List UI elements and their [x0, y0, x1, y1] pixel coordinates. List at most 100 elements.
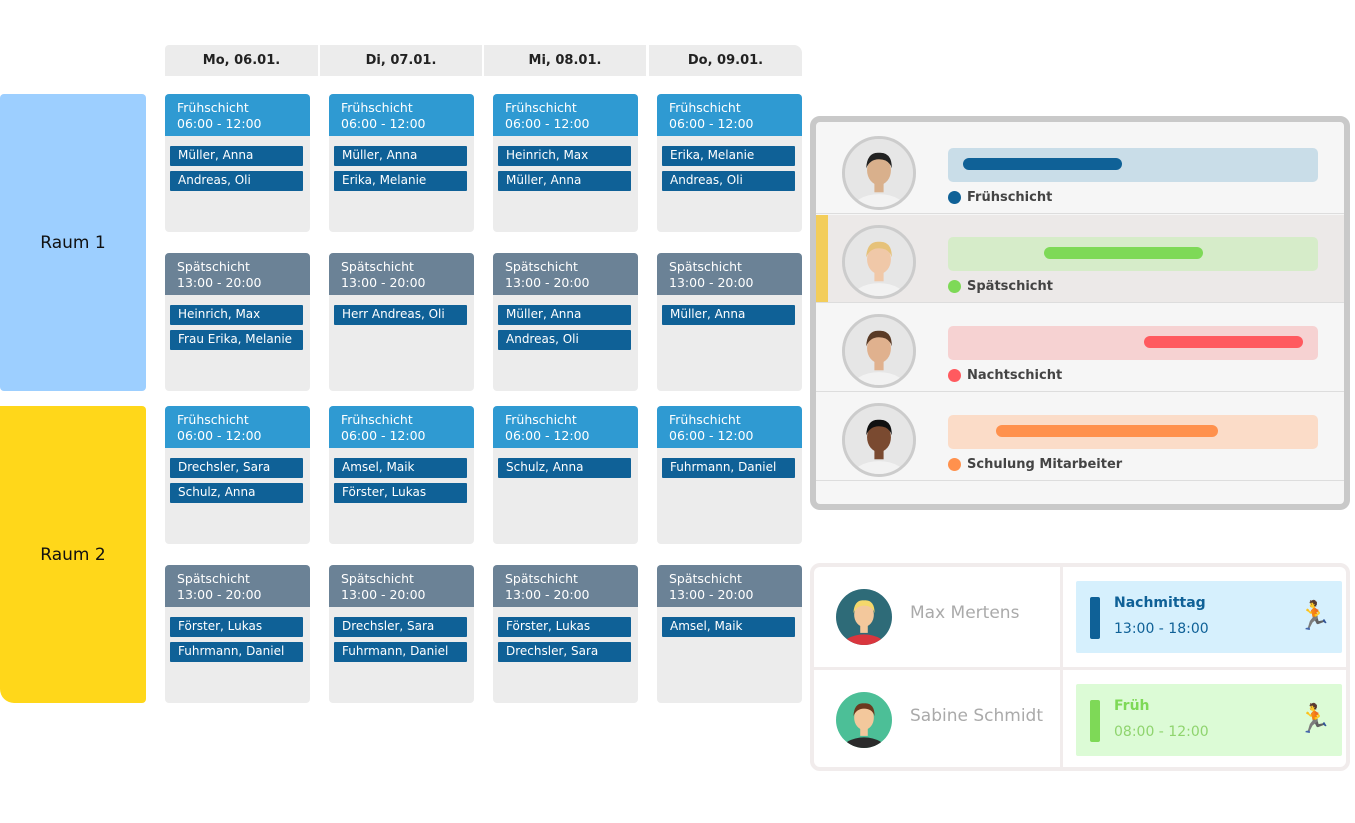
employee-chip[interactable]: Müller, Anna — [170, 146, 303, 166]
shift-time: 06:00 - 12:00 — [341, 428, 426, 443]
shift-timeline-bar — [948, 326, 1318, 360]
employee-chip[interactable]: Förster, Lukas — [498, 617, 631, 637]
employee-chip[interactable]: Andreas, Oli — [170, 171, 303, 191]
shift-name: Frühschicht — [177, 100, 249, 115]
legend-row[interactable]: Spätschicht — [816, 215, 1344, 303]
employee-chip[interactable]: Förster, Lukas — [334, 483, 467, 503]
employee-avatar — [842, 225, 916, 299]
shift-time: 13:00 - 20:00 — [341, 275, 426, 290]
shift-timeline-fill — [1144, 336, 1304, 348]
employee-chip[interactable]: Andreas, Oli — [662, 171, 795, 191]
legend-dot-icon — [948, 191, 961, 204]
employee-chip[interactable]: Andreas, Oli — [498, 330, 631, 350]
day-header: Mi, 08.01. — [484, 45, 646, 76]
shift-timeline-fill — [962, 158, 1122, 170]
employee-chip[interactable]: Erika, Melanie — [334, 171, 467, 191]
shift-name: Spätschicht — [669, 259, 742, 274]
shift-name: Frühschicht — [505, 100, 577, 115]
shift-timeline-fill — [1044, 247, 1204, 259]
legend-text: Frühschicht — [967, 190, 1053, 205]
running-person-icon[interactable]: 🏃 — [1297, 599, 1332, 632]
employee-chip[interactable]: Amsel, Maik — [662, 617, 795, 637]
employee-chip[interactable]: Fuhrmann, Daniel — [334, 642, 467, 662]
employee-name: Sabine Schmidt — [910, 706, 1044, 726]
shift-time: 06:00 - 12:00 — [669, 116, 754, 131]
room-label[interactable]: Raum 1 — [0, 94, 146, 391]
employee-avatar — [842, 136, 916, 210]
employee-chip[interactable]: Schulz, Anna — [498, 458, 631, 478]
employee-chip[interactable]: Drechsler, Sara — [170, 458, 303, 478]
running-person-icon[interactable]: 🏃 — [1297, 702, 1332, 735]
room-label[interactable]: Raum 2 — [0, 406, 146, 703]
employee-chip[interactable]: Müller, Anna — [498, 305, 631, 325]
shift-time: 06:00 - 12:00 — [177, 116, 262, 131]
employee-avatar — [836, 692, 892, 748]
day-header: Mo, 06.01. — [165, 45, 318, 76]
employee-chip[interactable]: Herr Andreas, Oli — [334, 305, 467, 325]
legend-text: Spätschicht — [967, 279, 1053, 294]
day-header: Di, 07.01. — [320, 45, 482, 76]
shift-name: Frühschicht — [341, 100, 413, 115]
legend-row[interactable]: Schulung Mitarbeiter — [816, 393, 1344, 481]
employee-chip[interactable]: Müller, Anna — [498, 171, 631, 191]
legend-dot-icon — [948, 280, 961, 293]
employee-chip[interactable]: Drechsler, Sara — [498, 642, 631, 662]
shift-time: 13:00 - 20:00 — [505, 275, 590, 290]
legend-row[interactable]: Frühschicht — [816, 126, 1344, 214]
employee-chip[interactable]: Förster, Lukas — [170, 617, 303, 637]
shift-time: 13:00 - 18:00 — [1114, 621, 1209, 637]
legend-text: Schulung Mitarbeiter — [967, 457, 1123, 472]
employee-avatar — [836, 589, 892, 645]
employee-chip[interactable]: Schulz, Anna — [170, 483, 303, 503]
employee-chip[interactable]: Amsel, Maik — [334, 458, 467, 478]
shift-color-bar — [1090, 597, 1100, 639]
shift-name: Spätschicht — [177, 571, 250, 586]
shift-name: Frühschicht — [505, 412, 577, 427]
shift-name: Spätschicht — [505, 259, 578, 274]
legend-label: Schulung Mitarbeiter — [948, 457, 1122, 472]
shift-time: 06:00 - 12:00 — [505, 116, 590, 131]
shift-name: Spätschicht — [505, 571, 578, 586]
legend-row[interactable]: Nachtschicht — [816, 304, 1344, 392]
employee-chip[interactable]: Fuhrmann, Daniel — [170, 642, 303, 662]
employee-chip[interactable]: Fuhrmann, Daniel — [662, 458, 795, 478]
employee-chip[interactable]: Heinrich, Max — [170, 305, 303, 325]
employee-chip[interactable]: Heinrich, Max — [498, 146, 631, 166]
employee-chip[interactable]: Frau Erika, Melanie — [170, 330, 303, 350]
shift-name: Frühschicht — [669, 100, 741, 115]
legend-dot-icon — [948, 369, 961, 382]
employee-chip[interactable]: Müller, Anna — [662, 305, 795, 325]
employee-chip[interactable]: Müller, Anna — [334, 146, 467, 166]
employee-chip[interactable]: Drechsler, Sara — [334, 617, 467, 637]
employee-chip[interactable]: Erika, Melanie — [662, 146, 795, 166]
